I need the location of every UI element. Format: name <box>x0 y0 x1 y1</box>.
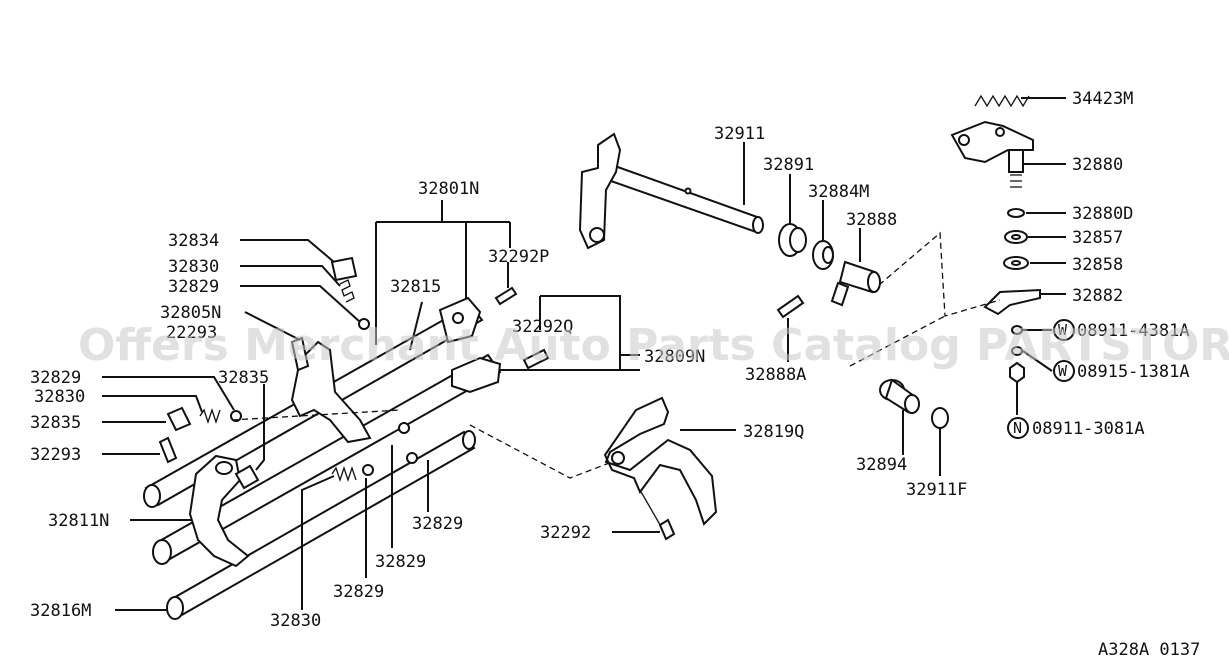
spring-32830-bottom <box>301 464 374 610</box>
nut-08911-3081a <box>1009 361 1025 415</box>
nut-symbol <box>1007 417 1029 439</box>
label-22293: 22293 <box>166 323 217 343</box>
spring-34423m <box>974 94 1066 108</box>
label-32882: 32882 <box>1072 286 1123 306</box>
fork-32819q <box>603 396 736 541</box>
label-32816m: 32816M <box>30 601 91 621</box>
label-32292: 32292 <box>540 523 591 543</box>
fork-32811n <box>130 454 250 568</box>
label-w-prefix-1: W <box>1058 321 1068 339</box>
shaft-32911 <box>578 132 764 250</box>
label-32835-left: 32835 <box>30 413 81 433</box>
label-32829-bottom: 32829 <box>333 582 384 602</box>
seal-32891 <box>778 174 807 257</box>
label-08911-3081a: 08911-3081A <box>1032 419 1145 439</box>
plug-32834 <box>240 239 358 282</box>
label-32830-left: 32830 <box>34 387 85 407</box>
ball-32829-lower <box>365 422 429 578</box>
rail-32816m <box>115 430 476 620</box>
label-32911: 32911 <box>714 124 765 144</box>
assembly-line-fork <box>469 424 613 479</box>
label-32292p: 32292P <box>488 247 549 267</box>
block-32888 <box>830 228 881 307</box>
label-32805n: 32805N <box>160 303 221 323</box>
assembly-line-right <box>878 231 1001 317</box>
label-32801n: 32801N <box>418 179 479 199</box>
label-32858: 32858 <box>1072 255 1123 275</box>
ring-32884m <box>812 200 834 270</box>
pin-22293 <box>522 348 550 370</box>
label-32880d: 32880D <box>1072 204 1133 224</box>
pin-32292p <box>494 262 518 306</box>
ball-32829-top <box>240 285 370 330</box>
label-08915-1381a: 08915-1381A <box>1077 362 1190 382</box>
fork-32805n <box>244 311 372 444</box>
label-w-prefix-2: W <box>1058 362 1068 380</box>
label-32884m: 32884M <box>808 182 869 202</box>
lever-32880 <box>950 120 1066 188</box>
label-32292q: 32292Q <box>512 317 573 337</box>
label-32293: 32293 <box>30 445 81 465</box>
bracket-32801n <box>375 200 511 345</box>
washer-32857 <box>1004 230 1066 244</box>
label-08911-4381a: 08911-4381A <box>1077 321 1190 341</box>
label-32809n: 32809N <box>644 347 705 367</box>
diagram-code: A328A 0137 <box>1098 640 1200 660</box>
label-32811n: 32811N <box>48 511 109 531</box>
label-32829-top: 32829 <box>168 277 219 297</box>
watermark: Offers Merchant Auto Parts Catalog PARTS… <box>78 320 1229 371</box>
label-32857: 32857 <box>1072 228 1123 248</box>
bushing-32894 <box>879 378 920 455</box>
bracket-32809n <box>451 356 640 394</box>
label-32880: 32880 <box>1072 155 1123 175</box>
bracket-32815 <box>409 296 482 351</box>
label-32819q: 32819Q <box>743 422 804 442</box>
label-n-prefix: N <box>1013 419 1022 437</box>
label-34423m: 34423M <box>1072 89 1133 109</box>
label-32815: 32815 <box>390 277 441 297</box>
label-32830-top: 32830 <box>168 257 219 277</box>
label-32834: 32834 <box>168 231 219 251</box>
washer-08915-1381a <box>1011 346 1053 372</box>
label-32888: 32888 <box>846 210 897 230</box>
label-32829-right: 32829 <box>412 514 463 534</box>
washer-08911-4381a <box>1011 325 1052 335</box>
label-32891: 32891 <box>763 155 814 175</box>
label-32888a: 32888A <box>745 365 806 385</box>
nut-32858 <box>1003 256 1066 270</box>
pin-32293 <box>102 436 178 464</box>
bushing-32911f <box>931 407 949 476</box>
spring-32830-top <box>240 265 355 303</box>
washer-symbol-2 <box>1053 360 1075 382</box>
label-32829-mid: 32829 <box>375 552 426 572</box>
arm-32882 <box>983 288 1066 316</box>
label-32911f: 32911F <box>906 480 967 500</box>
label-32830-bottom: 32830 <box>270 611 321 631</box>
assembly-line-lower <box>849 315 946 367</box>
label-32835-center: 32835 <box>218 368 269 388</box>
label-32829-left: 32829 <box>30 368 81 388</box>
plug-32835-center <box>234 384 265 490</box>
washer-symbol-1 <box>1053 319 1075 341</box>
plug-32835-left <box>102 376 242 432</box>
pin-32888a <box>776 294 805 362</box>
assembly-line-left <box>231 409 401 421</box>
washer-32880d <box>1007 208 1066 218</box>
label-32894: 32894 <box>856 455 907 475</box>
